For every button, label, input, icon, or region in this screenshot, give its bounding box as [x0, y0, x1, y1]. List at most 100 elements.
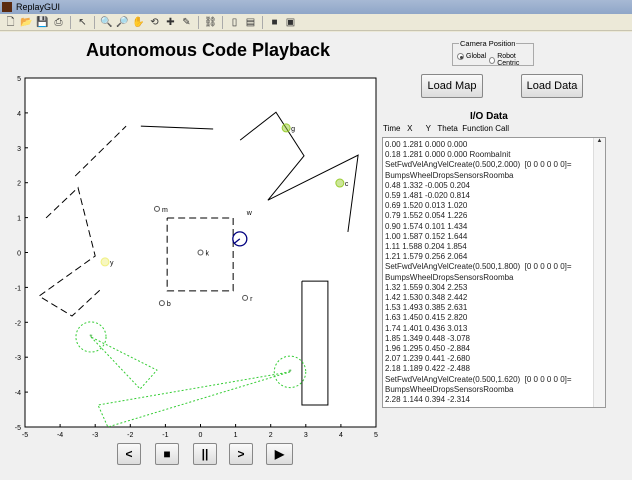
io-line: BumpsWheelDropsSensorsRoomba [385, 384, 514, 394]
io-line: 0.59 1.481 -0.020 0.814 [385, 191, 470, 201]
toolbar: 🗋 📂💾 ⎙ ↖ 🔍🔎✋ ⟲ ✚ ✎ ⛓ ▯ ▤ ■ ▣ [0, 14, 632, 31]
new-file-icon[interactable]: 🗋 [6, 16, 15, 28]
brush-icon[interactable]: ✎ [182, 16, 191, 28]
pointer-icon[interactable]: ↖ [78, 16, 87, 28]
marker-label: b [167, 301, 171, 308]
play-button[interactable]: ▶ [266, 443, 293, 465]
legend-icon[interactable]: ▤ [245, 16, 256, 28]
pan-icon[interactable]: ✋ [132, 16, 145, 28]
load-data-button[interactable]: Load Data [521, 74, 583, 98]
marker-label: c [345, 181, 349, 188]
robot-icon [232, 231, 248, 247]
stop-button[interactable]: ■ [155, 443, 179, 465]
show-plot-icon[interactable]: ▣ [285, 16, 296, 28]
toolbar-separator [94, 15, 95, 29]
scroll-up-icon[interactable]: ▲ [596, 138, 603, 144]
marker-label: r [250, 296, 253, 303]
x-tick-label: 3 [304, 432, 308, 439]
marker-m [153, 205, 160, 212]
y-tick-label: 1 [17, 216, 21, 223]
io-line: 1.85 1.349 0.448 -3.078 [385, 333, 470, 343]
io-line: 1.63 1.450 0.415 2.820 [385, 313, 468, 323]
io-line: 0.69 1.520 0.013 1.020 [385, 201, 468, 211]
rotate-icon[interactable]: ⟲ [150, 16, 159, 28]
radio-robot-centric[interactable]: Robot Centric [489, 53, 533, 67]
plot-axes-box [24, 77, 377, 428]
io-data-header: Time X Y Theta Function Call [383, 124, 509, 133]
io-line: 0.18 1.281 0.000 0.000 RoombaInit [385, 150, 511, 160]
radio-unselected-icon [489, 56, 496, 64]
x-tick-label: -4 [57, 432, 63, 439]
toolbar-separator [262, 15, 263, 29]
wall-line [38, 186, 101, 317]
save-icon[interactable]: 💾 [36, 16, 49, 28]
radio-selected-icon [457, 53, 464, 60]
colorbar-icon[interactable]: ▯ [231, 16, 238, 28]
x-tick-label: 0 [199, 432, 203, 439]
zoom-out-icon[interactable]: 🔎 [116, 16, 129, 28]
matlab-icon [2, 2, 12, 12]
camera-position-group: Camera Position Global Robot Centric [452, 39, 534, 67]
marker-b [158, 300, 165, 307]
scrollbar[interactable]: ▲ [593, 138, 605, 407]
marker-c [335, 178, 345, 188]
y-tick-label: -1 [15, 285, 21, 292]
x-tick-label: -3 [92, 432, 98, 439]
zoom-in-icon[interactable]: 🔍 [100, 16, 113, 28]
x-tick-label: -1 [162, 432, 168, 439]
beacon-range-circle [273, 355, 307, 389]
beacon-marker: * [89, 333, 92, 342]
wall-line [166, 217, 234, 292]
radio-robot-centric-label: Robot Centric [497, 53, 520, 67]
io-line: BumpsWheelDropsSensorsRoomba [385, 170, 514, 180]
marker-label: y [110, 260, 114, 267]
io-line: 0.90 1.574 0.101 1.434 [385, 221, 468, 231]
toolbar-separator [198, 15, 199, 29]
print-icon[interactable]: ⎙ [54, 16, 63, 28]
window-title: ReplayGUI [16, 2, 61, 12]
wall-line [140, 125, 214, 130]
io-line: 0.48 1.332 -0.005 0.204 [385, 180, 470, 190]
data-cursor-icon[interactable]: ✚ [166, 16, 175, 28]
y-tick-label: 5 [17, 76, 21, 83]
radio-global[interactable]: Global [457, 53, 486, 60]
io-line: 1.42 1.530 0.348 2.442 [385, 293, 468, 303]
io-line: 2.28 1.144 0.394 -2.314 [385, 395, 470, 405]
io-line: 1.74 1.401 0.436 3.013 [385, 323, 468, 333]
next-button[interactable]: > [229, 443, 253, 465]
x-tick-label: 1 [234, 432, 238, 439]
io-line: 1.21 1.579 0.256 2.064 [385, 252, 468, 262]
io-line: 1.32 1.559 0.304 2.253 [385, 282, 468, 292]
io-line: BumpsWheelDropsSensorsRoomba [385, 272, 514, 282]
marker-label: m [162, 207, 168, 214]
page-title: Autonomous Code Playback [86, 40, 331, 60]
wall-line [301, 280, 329, 406]
marker-label: g [291, 126, 295, 133]
pause-button[interactable]: || [193, 443, 217, 465]
hide-plot-icon[interactable]: ■ [271, 16, 278, 28]
io-line: 2.18 1.189 0.422 -2.488 [385, 364, 470, 374]
io-line: 0.79 1.552 0.054 1.226 [385, 211, 468, 221]
open-file-icon[interactable]: 📂 [20, 16, 33, 28]
x-tick-label: -5 [22, 432, 28, 439]
io-line: 2.07 1.239 0.441 -2.680 [385, 354, 470, 364]
camera-view-cone [90, 336, 158, 390]
wall-line [74, 125, 127, 177]
marker-k [197, 249, 204, 256]
io-line: SetFwdVelAngVelCreate(0.500,1.620) [0 0 … [385, 374, 572, 384]
y-tick-label: 3 [17, 146, 21, 153]
link-icon[interactable]: ⛓ [204, 16, 217, 28]
window-titlebar: ReplayGUI [0, 0, 632, 14]
marker-g [281, 123, 291, 133]
io-line: 1.53 1.493 0.385 2.631 [385, 303, 468, 313]
load-map-button[interactable]: Load Map [421, 74, 483, 98]
y-tick-label: 0 [17, 251, 21, 258]
wall-line [239, 111, 359, 232]
previous-button[interactable]: < [117, 443, 141, 465]
marker-label: k [206, 251, 210, 258]
y-tick-label: -3 [15, 355, 21, 362]
y-tick-label: -5 [15, 425, 21, 432]
toolbar-separator [222, 15, 223, 29]
